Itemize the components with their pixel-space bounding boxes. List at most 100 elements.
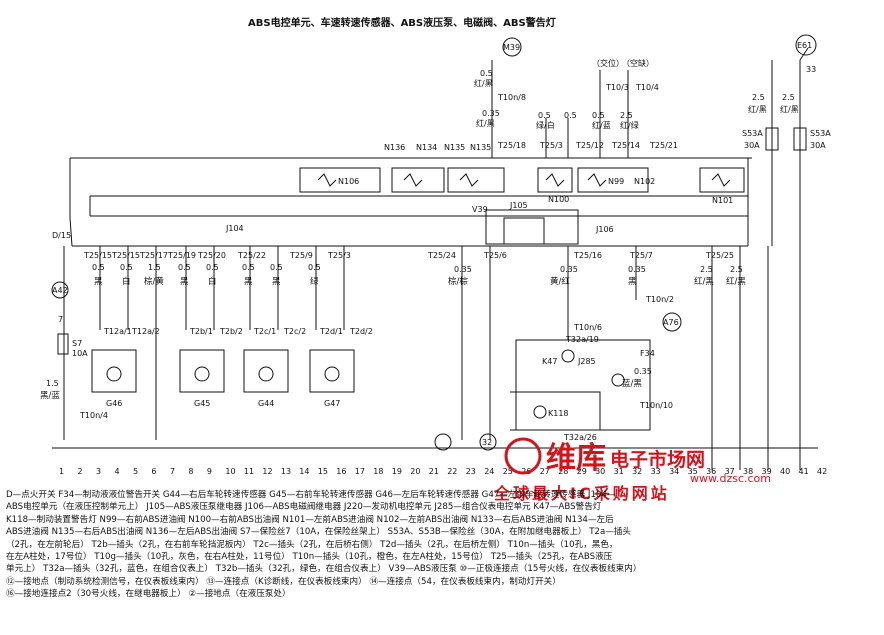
label-j106: J106	[595, 225, 614, 234]
wire-hong-lan: 红/蓝	[592, 120, 611, 130]
conn-t10n4: T10n/4	[79, 411, 108, 420]
wire-35: 0.35	[454, 265, 472, 274]
conn-t10s: T10/3	[605, 83, 629, 92]
watermark-market: 电子市场网	[610, 448, 705, 471]
conn-t25-15b: T25/15	[111, 251, 140, 260]
wire-hei-hong: 黑/蓝	[40, 390, 60, 401]
conn-t25-21: T25/21	[649, 141, 678, 150]
brand-logo-icon	[504, 437, 542, 475]
wheel-sensors	[91, 349, 355, 393]
wire-035a: 0.35	[482, 109, 500, 118]
bottom-number: 29	[577, 467, 587, 476]
wire-05-4: 0.5	[178, 263, 191, 272]
bottom-number: 5	[133, 467, 138, 476]
label-n106: N106	[338, 177, 359, 186]
bottom-number: 35	[688, 467, 698, 476]
conn-t32a19: T32a/19	[565, 335, 599, 344]
label-n99: N99	[608, 177, 624, 186]
conn-t25-25: T25/25	[705, 251, 734, 260]
conn-t25-12: T25/12	[575, 141, 604, 150]
label-s7-rating: 10A	[72, 349, 88, 358]
conn-t32a26: T32a/26	[563, 433, 597, 442]
terminal-n136: N136	[384, 143, 405, 152]
ground-a76	[662, 312, 682, 332]
legend-line: D—点火开关 F34—制动液液位警告开关 G44—右后车轮转速传感器 G45—右…	[6, 490, 616, 500]
legend-line: ABS进油阀 N135—右后ABS出油阀 N136—左后ABS出油阀 S7—保险…	[6, 527, 632, 538]
top-feed-wires	[491, 47, 809, 470]
bottom-number: 14	[299, 467, 309, 476]
wire-25d: 2.5	[782, 93, 795, 102]
conn-t25-3: T25/3	[539, 141, 563, 150]
bottom-number: 3	[96, 467, 101, 476]
instrument-cluster	[510, 339, 651, 431]
bottom-number: 37	[725, 467, 735, 476]
bottom-number: 22	[447, 467, 457, 476]
wire-c4: 黑	[180, 277, 189, 287]
conn-t2d2: T2d/2	[349, 327, 373, 336]
legend-block: D—点火开关 F34—制动液液位警告开关 G44—右后车轮转速传感器 G45—右…	[6, 489, 878, 601]
legend-line: ⑫—接地点（制动系统检测信号，在仪表板线束内） ⑬—连接点（K诊断线，在仪表板线…	[6, 576, 561, 587]
bottom-number: 1	[59, 467, 64, 476]
wire-05-7: 0.5	[270, 263, 283, 272]
label-f34: F34	[640, 349, 655, 358]
wire-c7: 黑	[272, 277, 281, 287]
bottom-number: 38	[743, 467, 753, 476]
label-g46: G46	[106, 399, 122, 408]
label-e61n: 33	[806, 65, 816, 74]
bottom-number: 28	[558, 467, 568, 476]
conn-t25-14: T25/14	[611, 141, 640, 150]
conn-t25-2: T25/3	[327, 251, 351, 260]
legend-line: （2孔，在左前轮后） T2b—插头（2孔，在右前车轮挡泥板内） T2c—插头（2…	[6, 539, 618, 550]
conn-t25-22: T25/22	[237, 251, 266, 260]
label-t7: 7	[58, 315, 63, 324]
wire-05c: 0.5	[592, 111, 605, 120]
sensor-wires	[63, 246, 741, 470]
wire-05a: 0.5	[538, 111, 551, 120]
conn-t25-6: T25/6	[483, 251, 507, 260]
watermark-url: www.dzsc.com	[690, 472, 771, 485]
valve-boxes	[299, 167, 745, 245]
legend-line: 单元上） T32a—插头（32孔，蓝色，在组合仪表上） T32b—插头（32孔，…	[6, 564, 642, 575]
wire-lan-hei: 蓝/黑	[622, 378, 642, 389]
bottom-number: 11	[244, 467, 254, 476]
conn-t25-24: T25/24	[427, 251, 456, 260]
bottom-number: 2	[78, 467, 83, 476]
wire-hong-hei: 红/黑	[474, 78, 493, 88]
wire-05-hong: 0.5	[480, 69, 493, 78]
diagram-title: ABS电控单元、车速转速传感器、ABS液压泵、电磁阀、ABS警告灯	[248, 16, 556, 29]
wire-05-6: 0.5	[242, 263, 255, 272]
wire-35d: 0.35	[634, 367, 652, 376]
wire-hei: 黑	[628, 277, 637, 287]
conn-t2b1: T2b/1	[189, 327, 213, 336]
watermark: 维库 电子市场网 www.dzsc.com 全球最大IC采购网站	[493, 437, 771, 503]
bottom-number: 34	[669, 467, 679, 476]
wire-c8: 绿	[310, 276, 319, 287]
conn-t2c2: T2c/2	[283, 327, 306, 336]
bottom-number: 16	[336, 467, 346, 476]
label-a32: 32	[482, 438, 492, 447]
conn-t25-16: T25/16	[573, 251, 602, 260]
label-m39: M39	[503, 43, 520, 52]
conn-t2c1: T2c/1	[253, 327, 276, 336]
legend-line: ABS电控单元（在液压控制单元上） J105—ABS液压泵继电器 J106—AB…	[6, 502, 602, 513]
wire-25: 2.5	[620, 111, 633, 120]
wire-05-3: 1.5	[148, 263, 161, 272]
wire-huang-hong: 黄/红	[550, 276, 570, 287]
conn-t10a: T10/4	[635, 83, 659, 92]
bottom-number: 25	[503, 467, 513, 476]
label-a42: A42	[52, 286, 68, 295]
bottom-number: 17	[355, 467, 365, 476]
label-n102: N102	[634, 177, 655, 186]
conn-t10n6: T10n/6	[573, 323, 602, 332]
bottom-number: 23	[466, 467, 476, 476]
bottom-number: 41	[799, 467, 809, 476]
legend-line: ⑯—接地连接点2（30号火线，在继电器板上） ②—接地点（在液压泵处）	[6, 589, 291, 600]
bottom-number: 24	[484, 467, 494, 476]
conn-t25-7: T25/7	[629, 251, 653, 260]
wire-25b: 2.5	[730, 265, 743, 274]
label-j105: J105	[509, 201, 528, 210]
conn-t25-9: T25/9	[289, 251, 313, 260]
bottom-number: 13	[281, 467, 291, 476]
label-j285: J285	[577, 357, 596, 366]
